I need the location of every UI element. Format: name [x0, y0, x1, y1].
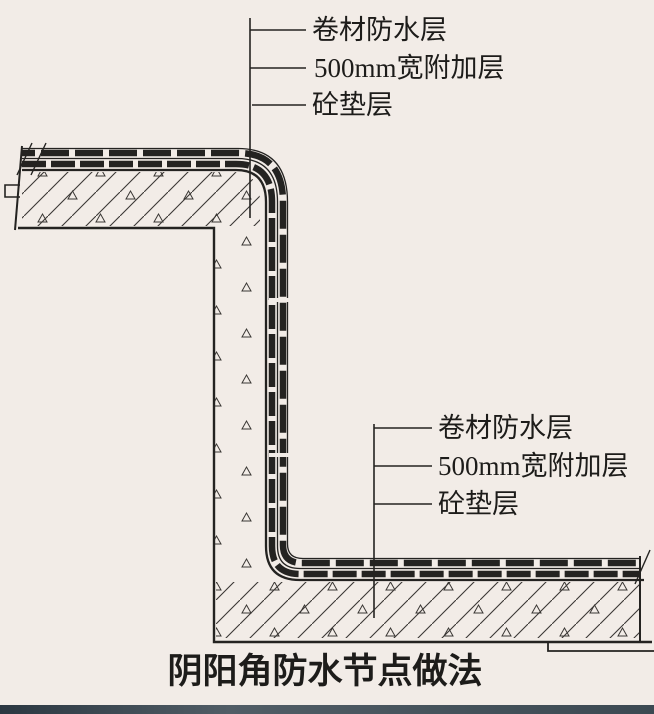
concrete-surface-line — [22, 168, 644, 582]
wall-aggregate — [214, 230, 264, 578]
label-additional-layer-top: 500mm宽附加层 — [314, 53, 505, 83]
additional-layer-band — [22, 160, 640, 578]
label-additional-layer-right: 500mm宽附加层 — [438, 451, 629, 481]
right-break-mark — [634, 549, 651, 585]
bottom-right-step — [547, 642, 654, 652]
upper-slab-aggregate — [22, 172, 260, 226]
membrane-outer-line — [22, 147, 640, 560]
diagram-caption: 阴阳角防水节点做法 — [167, 652, 482, 691]
label-cushion-layer-right: 砼垫层 — [438, 489, 519, 519]
waterproof-membrane-layers — [22, 147, 644, 582]
left-break-marks — [16, 142, 47, 176]
concrete-outline — [4, 142, 654, 652]
membrane-layer-band — [22, 149, 640, 567]
scanner-edge-shadow — [0, 705, 654, 714]
leader-lines — [249, 18, 432, 618]
label-cushion-layer-top: 砼垫层 — [312, 90, 393, 120]
callout-labels-top: 卷材防水层 500mm宽附加层 砼垫层 — [312, 15, 505, 120]
membrane-divider-line — [22, 157, 640, 570]
callout-labels-right: 卷材防水层 500mm宽附加层 砼垫层 — [438, 413, 629, 519]
slab-wall-outline — [18, 226, 652, 644]
label-membrane-layer-top: 卷材防水层 — [312, 15, 447, 45]
lower-slab-aggregate — [216, 582, 640, 638]
left-break-notch — [4, 184, 20, 198]
left-cut-edge — [14, 145, 23, 231]
concrete-hatching — [22, 172, 640, 638]
label-membrane-layer-right: 卷材防水层 — [438, 413, 573, 443]
